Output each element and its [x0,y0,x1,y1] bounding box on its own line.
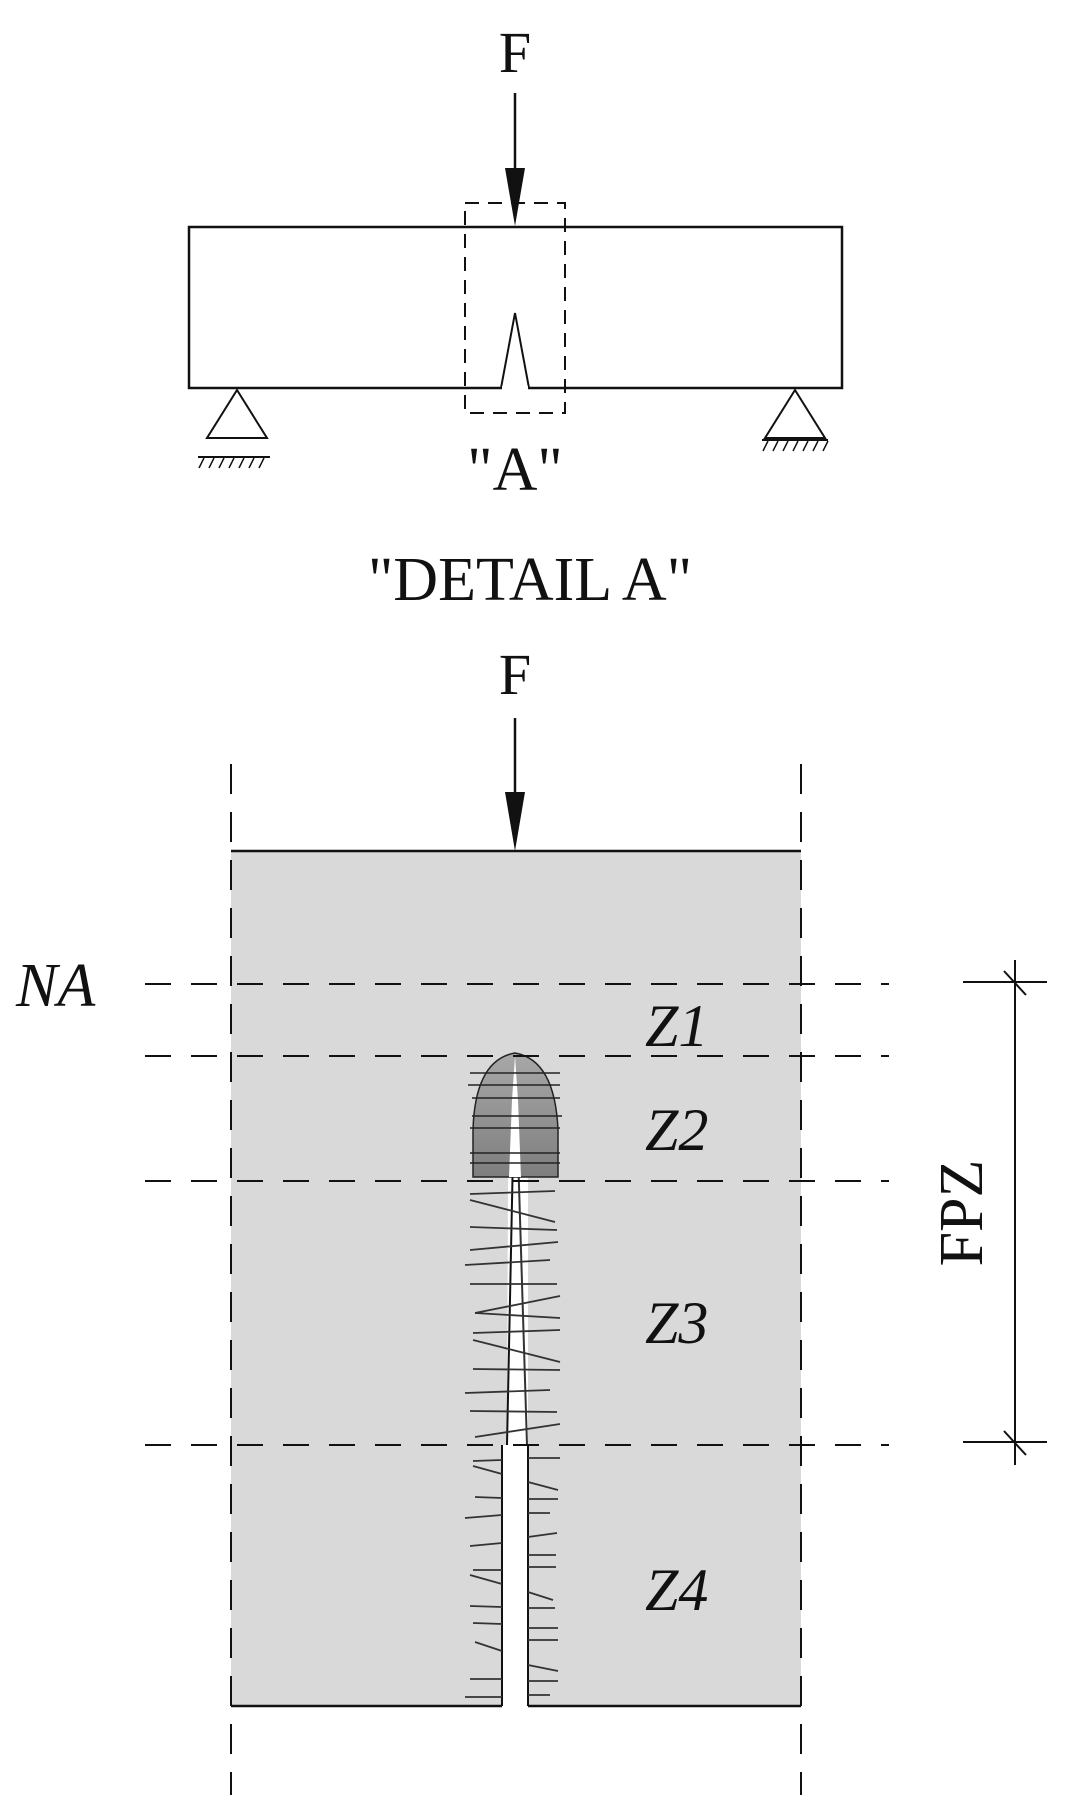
beam-overview: F "A" [187,20,844,504]
force-label-detail: F [499,642,531,707]
zone-label-z4: Z4 [645,1557,708,1623]
detail-view: "DETAIL A" F [15,546,1047,1795]
force-label-top: F [499,20,531,85]
roller-support-right-icon [762,388,829,452]
force-arrow-detail-icon [505,718,525,851]
bridging-springs-z3 [464,1190,561,1438]
zone-label-z2: Z2 [645,1097,708,1163]
pin-support-left-icon [198,388,270,469]
fpz-dimension [963,960,1047,1465]
fpz-label: FPZ [928,1160,996,1267]
process-zone [468,1052,562,1178]
detail-marker-label: "A" [467,436,562,504]
zone-label-z1: Z1 [645,993,708,1059]
detail-title: "DETAIL A" [368,546,692,614]
notch [500,312,530,389]
bridging-springs-z4 [464,1457,560,1698]
zone-label-z3: Z3 [645,1290,708,1356]
force-arrow-top-icon [505,93,525,226]
detail-box [464,202,566,414]
neutral-axis-label: NA [15,952,96,1020]
